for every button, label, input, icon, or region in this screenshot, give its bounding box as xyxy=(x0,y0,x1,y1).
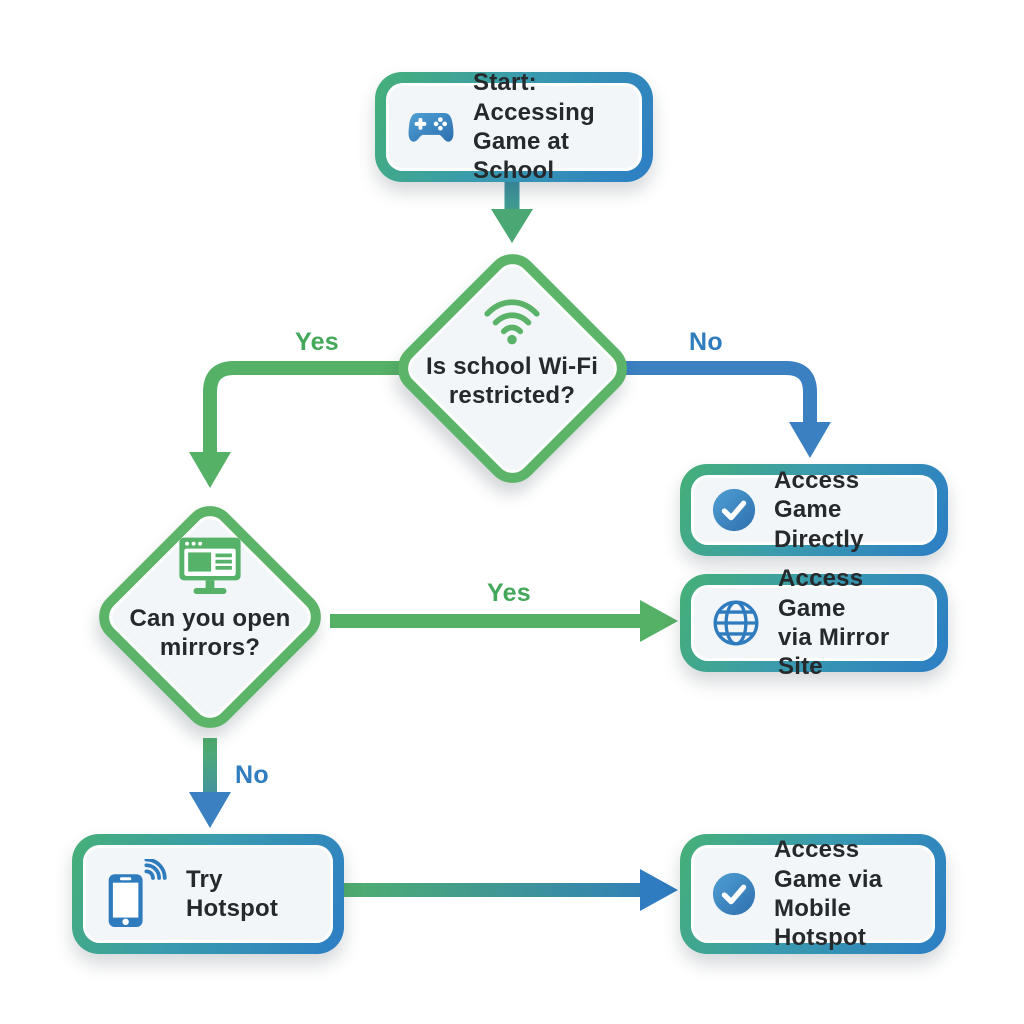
arrow-mirrors-no xyxy=(189,738,231,828)
node-wifi-decision-content: Is school Wi-Fi restricted? xyxy=(392,292,632,411)
node-mirrors-decision-content: Can you open mirrors? xyxy=(95,534,325,663)
check-circle-icon xyxy=(711,487,757,533)
edge-label-wifi-no: No xyxy=(689,328,723,356)
edge-label-mirrors-yes: Yes xyxy=(486,579,531,607)
node-start: Start: Accessing Game at School xyxy=(375,69,653,184)
arrow-mirrors-yes xyxy=(330,600,678,642)
arrow-hotspot-to-result xyxy=(340,869,678,911)
edge-label-mirrors-no: No xyxy=(235,761,269,789)
node-access-directly-label: Access Game Directly xyxy=(774,467,864,553)
node-access-directly: Access Game Directly xyxy=(680,464,948,556)
arrow-wifi-no xyxy=(625,361,831,458)
globe-icon xyxy=(711,598,761,648)
node-try-hotspot: Try Hotspot xyxy=(72,834,344,954)
wifi-icon xyxy=(479,292,545,346)
node-mirrors-decision-label: Can you open mirrors? xyxy=(129,605,291,662)
check-circle-icon xyxy=(711,871,757,917)
node-mirror-site-label: Access Game via Mirror Site xyxy=(778,565,890,681)
phone-hotspot-icon xyxy=(103,859,169,929)
node-wifi-decision-label: Is school Wi-Fi restricted? xyxy=(425,353,599,410)
arrow-start-to-wifi xyxy=(491,178,533,243)
node-mobile-hotspot-label: Access Game via Mobile Hotspot xyxy=(774,836,883,952)
gamepad-icon xyxy=(406,108,456,146)
node-try-hotspot-label: Try Hotspot xyxy=(186,865,279,922)
node-start-label: Start: Accessing Game at School xyxy=(473,69,595,185)
edge-label-wifi-yes: Yes xyxy=(294,328,339,356)
node-mobile-hotspot: Access Game via Mobile Hotspot xyxy=(680,834,946,954)
node-mirror-site: Access Game via Mirror Site xyxy=(680,565,948,680)
browser-monitor-icon xyxy=(175,534,245,596)
arrow-wifi-yes xyxy=(189,361,400,488)
